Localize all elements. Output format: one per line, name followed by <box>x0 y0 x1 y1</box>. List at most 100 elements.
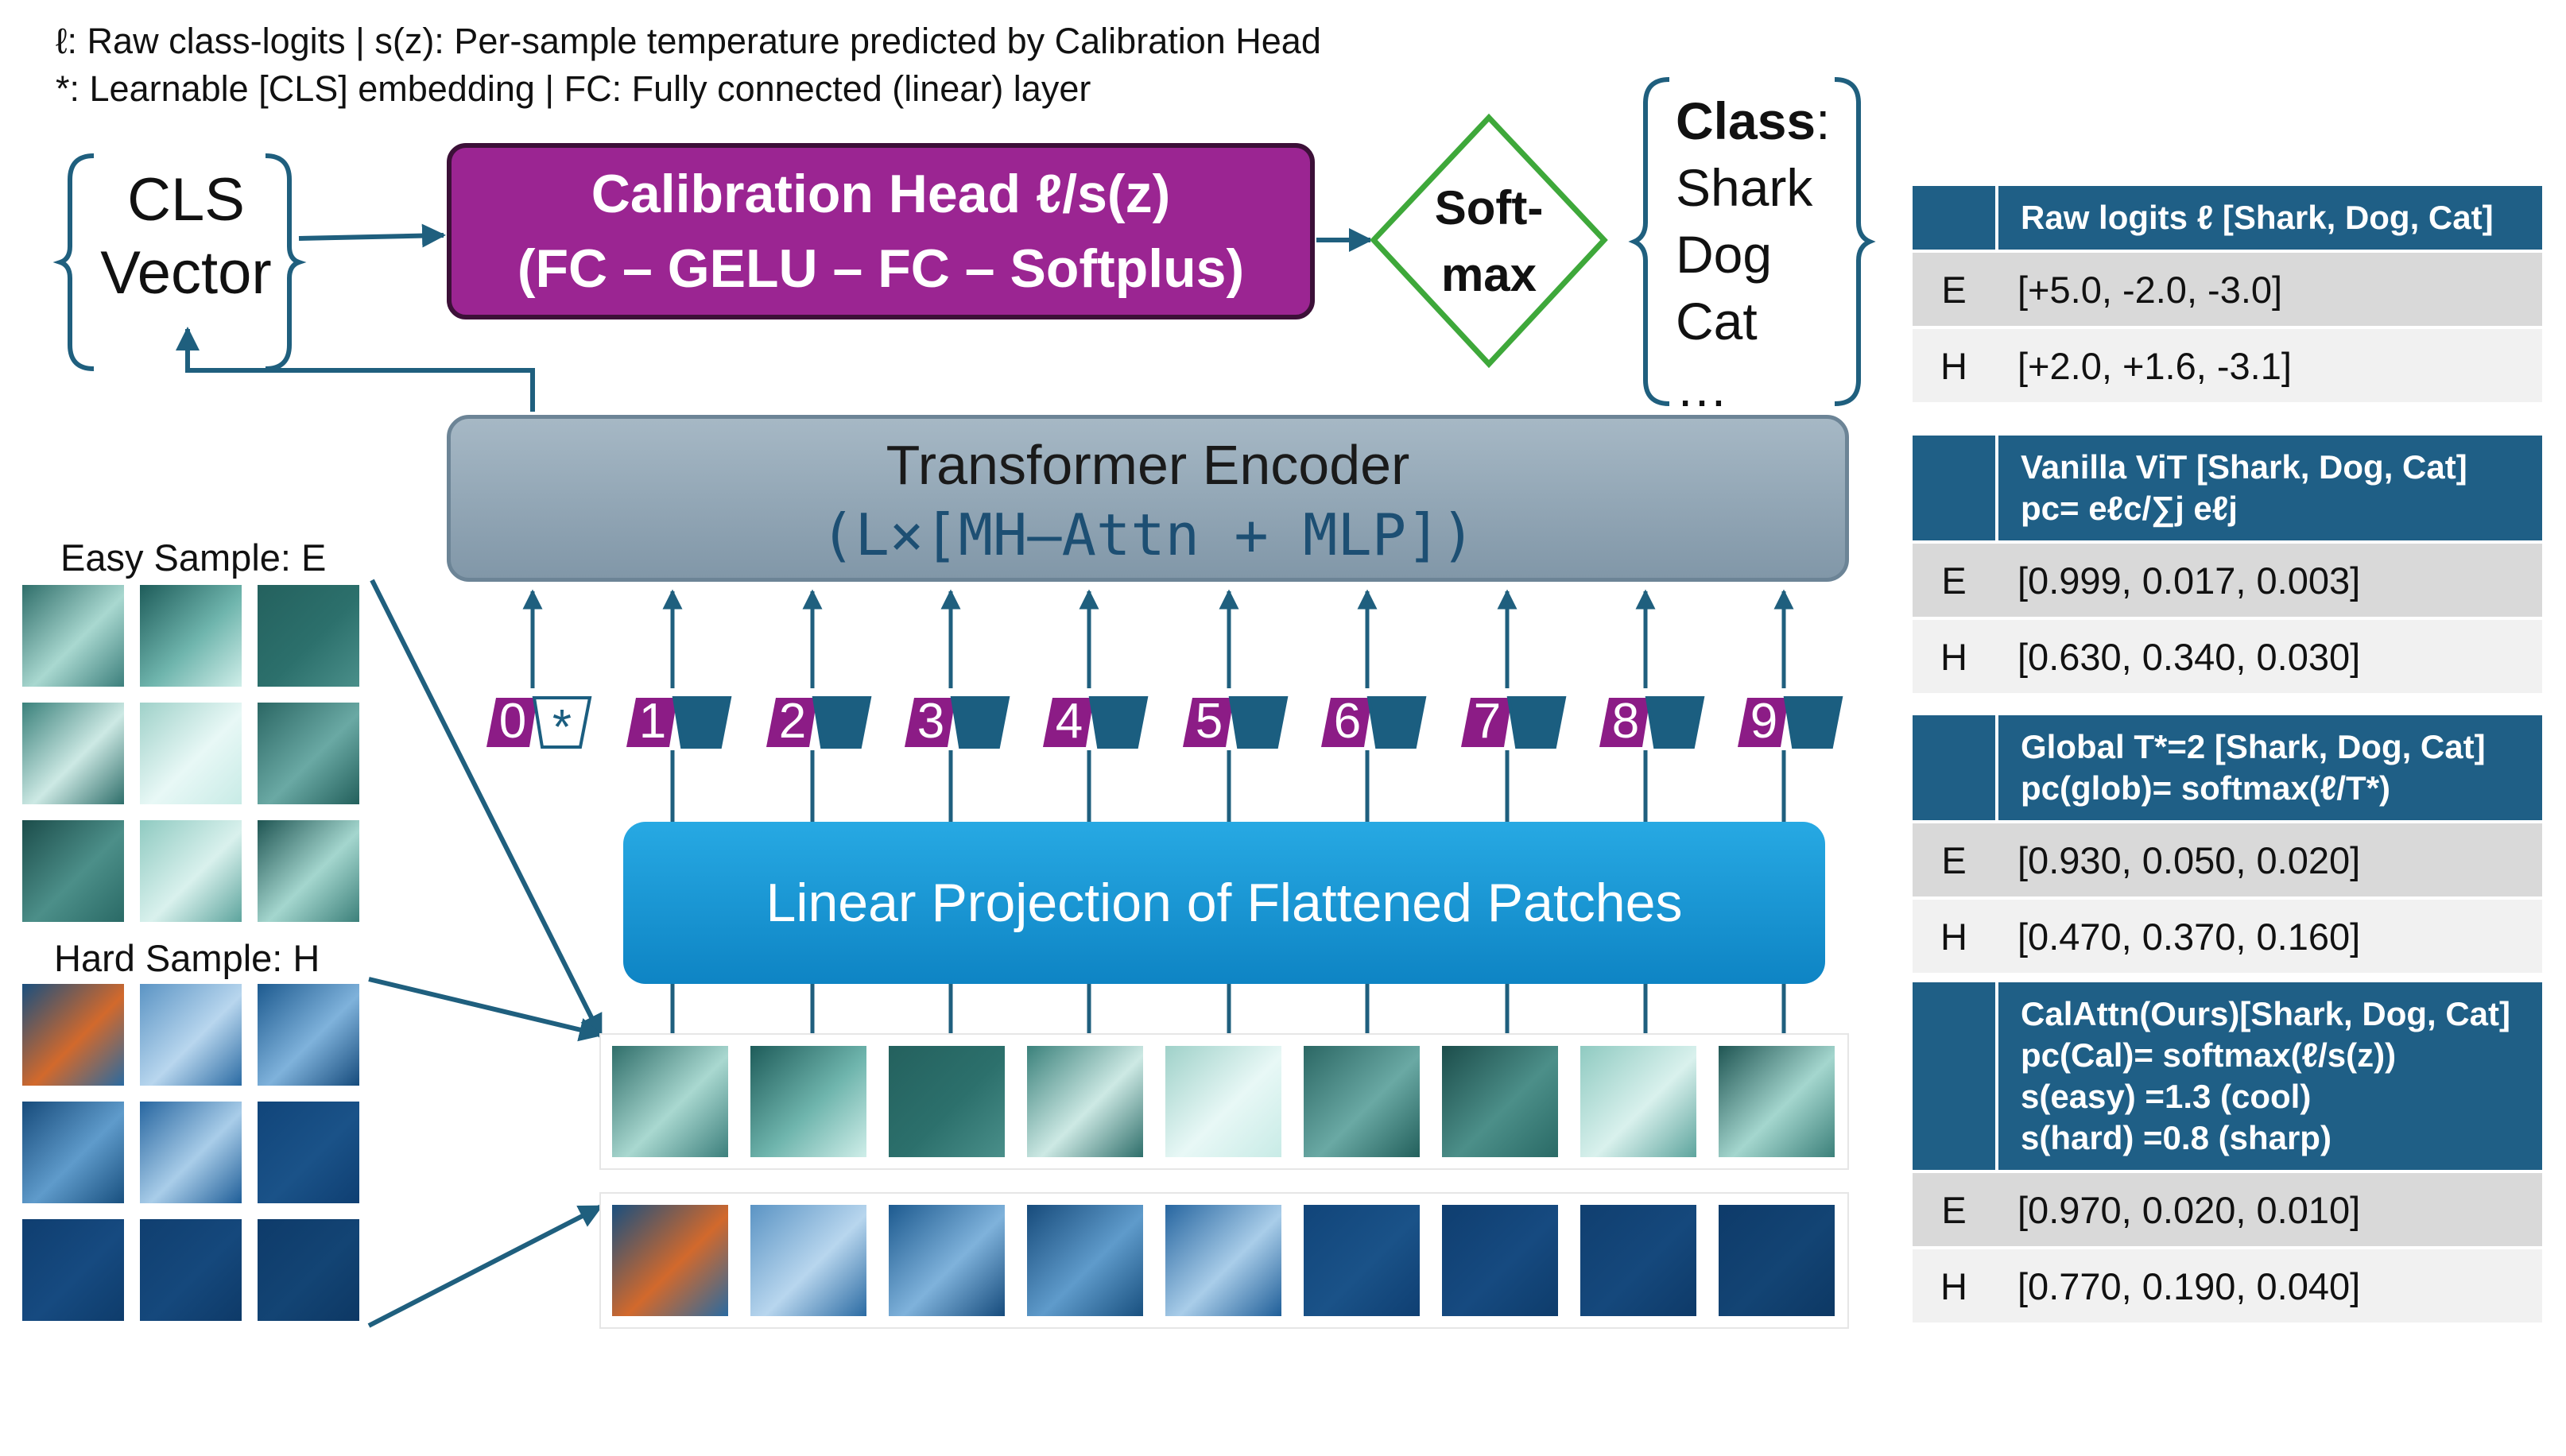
flattened-patch <box>1580 1205 1696 1316</box>
table-formula-line: pc= eℓc/∑j eℓj <box>2021 490 2238 527</box>
table-header-text: CalAttn(Ours)[Shark, Dog, Cat] pc(Cal)= … <box>1998 982 2510 1170</box>
image-patch <box>22 1219 124 1321</box>
image-patch <box>258 1219 359 1321</box>
flattened-patch <box>1580 1046 1696 1157</box>
flattened-patch <box>1027 1205 1143 1316</box>
flattened-patch <box>1719 1205 1835 1316</box>
image-patch <box>258 984 359 1086</box>
patch-embedding-box <box>812 696 872 749</box>
image-patch <box>140 585 242 687</box>
token-index: 9 <box>1750 694 1778 749</box>
cls-vector-line-2: Vector <box>100 239 272 307</box>
patch-embedding-box <box>1783 696 1843 749</box>
flattened-patch <box>1442 1046 1558 1157</box>
token-position-box <box>766 698 817 747</box>
row-key: H <box>1940 1264 1967 1307</box>
flattened-patch <box>889 1205 1005 1316</box>
image-patch <box>140 984 242 1086</box>
flattened-patch <box>750 1046 866 1157</box>
table-header-spacer <box>1913 186 1998 250</box>
row-value: [+2.0, +1.6, -3.1] <box>2018 344 2292 387</box>
row-key: E <box>1941 838 1967 881</box>
token-position-box <box>1461 698 1512 747</box>
class-bracket <box>1628 77 1876 406</box>
easy-to-strip-arrow <box>370 579 603 1039</box>
softmax-line-2: max <box>1440 248 1537 301</box>
flattened-patch <box>1304 1205 1420 1316</box>
patch-embedding-box <box>1506 696 1567 749</box>
patch-embedding-box <box>950 696 1010 749</box>
table-header-line: Raw logits ℓ [Shark, Dog, Cat] <box>2021 199 2494 236</box>
table-row: E[+5.0, -2.0, -3.0] <box>1913 250 2542 326</box>
table-calattn: CalAttn(Ours)[Shark, Dog, Cat] pc(Cal)= … <box>1913 982 2542 1322</box>
flattened-patch <box>612 1046 728 1157</box>
table-header: Raw logits ℓ [Shark, Dog, Cat] <box>1913 186 2542 250</box>
cls-embedding-box <box>532 696 592 749</box>
flattened-patch <box>1027 1046 1143 1157</box>
transformer-formula: (L×[MH–Attn + MLP]) <box>820 501 1475 568</box>
token-row <box>486 696 1843 749</box>
token-index: 8 <box>1611 694 1640 749</box>
image-patch <box>22 585 124 687</box>
row-key: H <box>1940 915 1967 958</box>
flattened-patch <box>1304 1046 1420 1157</box>
token-position-box <box>1043 698 1094 747</box>
flattened-patch <box>750 1205 866 1316</box>
hard-patch-strip <box>599 1192 1849 1329</box>
table-header: Vanilla ViT [Shark, Dog, Cat] pc= eℓc/∑j… <box>1913 436 2542 540</box>
class-title-colon: : <box>1816 91 1831 150</box>
table-easy-temp: s(easy) =1.3 (cool) <box>2021 1078 2312 1115</box>
table-raw-logits: Raw logits ℓ [Shark, Dog, Cat] E[+5.0, -… <box>1913 186 2542 402</box>
softmax-label: Soft- max <box>1374 175 1604 308</box>
token-position-box <box>905 698 955 747</box>
image-patch <box>258 1102 359 1203</box>
token-index: 1 <box>638 694 667 749</box>
row-key: H <box>1940 344 1967 387</box>
table-header-spacer <box>1913 436 1998 540</box>
class-item: Cat <box>1676 292 1758 350</box>
token-index: 4 <box>1055 694 1083 749</box>
table-vanilla-vit: Vanilla ViT [Shark, Dog, Cat] pc= eℓc/∑j… <box>1913 436 2542 693</box>
row-key: E <box>1941 559 1967 602</box>
cls-vector-line-1: CLS <box>127 166 245 234</box>
table-header-spacer <box>1913 982 1998 1170</box>
table-header: Global T*=2 [Shark, Dog, Cat] pc(glob)= … <box>1913 715 2542 820</box>
flattened-patch <box>612 1205 728 1316</box>
row-key: H <box>1940 635 1967 678</box>
token-index: 5 <box>1195 694 1223 749</box>
row-value: [0.630, 0.340, 0.030] <box>2018 635 2361 678</box>
softmax-line-1: Soft- <box>1434 181 1544 234</box>
flattened-patch <box>889 1046 1005 1157</box>
transformer-to-cls-arrow <box>176 327 535 412</box>
linear-projection-label: Linear Projection of Flattened Patches <box>766 873 1683 933</box>
softmax-diamond <box>1370 113 1608 369</box>
image-patch <box>22 984 124 1086</box>
transformer-encoder: Transformer Encoder (L×[MH–Attn + MLP]) <box>447 415 1849 582</box>
cls-to-calib-arrow <box>298 223 446 248</box>
row-value: [0.970, 0.020, 0.010] <box>2018 1188 2361 1231</box>
image-patch <box>140 820 242 922</box>
flattened-patch <box>1442 1205 1558 1316</box>
flattened-patch <box>1165 1046 1281 1157</box>
cls-marker: * <box>552 700 572 755</box>
hard-to-strip-arrow-a <box>368 977 603 1042</box>
table-formula-line: pc(Cal)= softmax(ℓ/s(z)) <box>2021 1036 2397 1074</box>
table-row: E [0.930, 0.050, 0.020] <box>1913 820 2542 896</box>
table-header-text: Raw logits ℓ [Shark, Dog, Cat] <box>1998 186 2494 250</box>
token-index: 7 <box>1473 694 1502 749</box>
calibration-head: Calibration Head ℓ/s(z) (FC – GELU – FC … <box>447 143 1315 319</box>
table-row: H [0.630, 0.340, 0.030] <box>1913 617 2542 693</box>
token-position-box <box>1599 698 1650 747</box>
table-header: CalAttn(Ours)[Shark, Dog, Cat] pc(Cal)= … <box>1913 982 2542 1170</box>
row-value: [0.999, 0.017, 0.003] <box>2018 559 2361 602</box>
table-header-text: Global T*=2 [Shark, Dog, Cat] pc(glob)= … <box>1998 715 2486 820</box>
cls-vector: CLS Vector <box>83 164 289 310</box>
patch-embedding-box <box>1088 696 1149 749</box>
row-value: [0.930, 0.050, 0.020] <box>2018 838 2361 881</box>
table-row: H[0.470, 0.370, 0.160] <box>1913 896 2542 973</box>
table-header-line: Global T*=2 [Shark, Dog, Cat] <box>2021 728 2486 765</box>
table-header-line: CalAttn(Ours)[Shark, Dog, Cat] <box>2021 995 2511 1032</box>
class-item: … <box>1676 358 1728 417</box>
flattened-patch <box>1165 1205 1281 1316</box>
class-item: Shark <box>1676 158 1813 217</box>
